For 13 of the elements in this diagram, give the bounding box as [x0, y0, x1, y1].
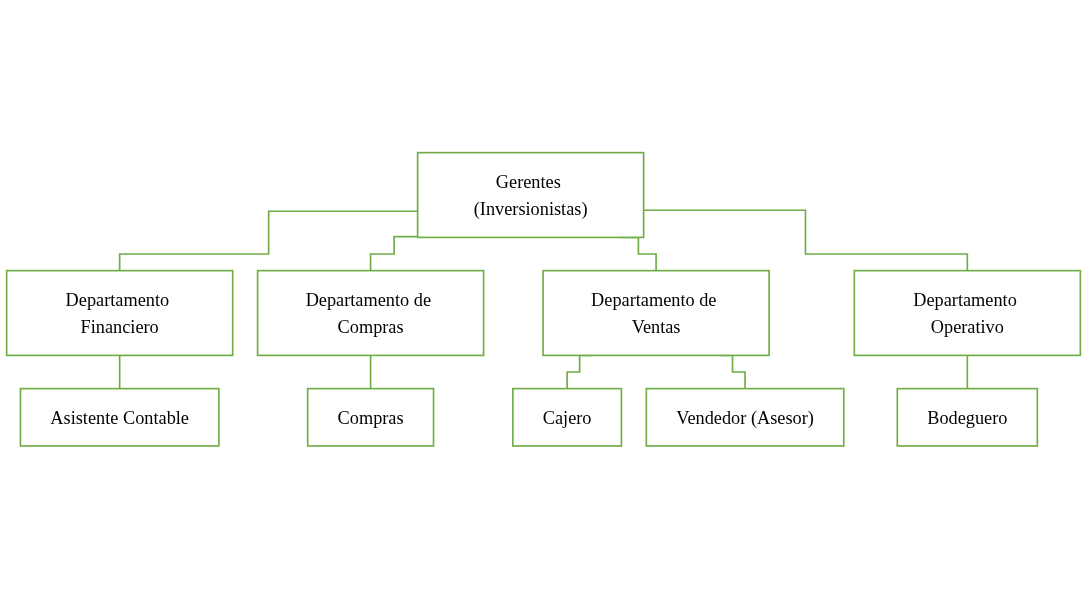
node-box: Departamento de Ventas [542, 269, 770, 356]
node-box: Departamento Operativo [853, 269, 1082, 356]
connector [369, 354, 372, 390]
node-box: Bodeguero [896, 387, 1039, 447]
node-box: Departamento Financiero [5, 269, 234, 356]
node-box: Cajero [512, 387, 623, 447]
node-box: Departamento de Compras [256, 269, 485, 356]
connector [118, 354, 121, 390]
node-box: Compras [306, 387, 435, 447]
node-box: Gerentes (Inversionistas) [416, 151, 645, 238]
connector [966, 354, 969, 390]
node-box: Asistente Contable [19, 387, 220, 447]
node-box: Vendedor (Asesor) [645, 387, 845, 447]
